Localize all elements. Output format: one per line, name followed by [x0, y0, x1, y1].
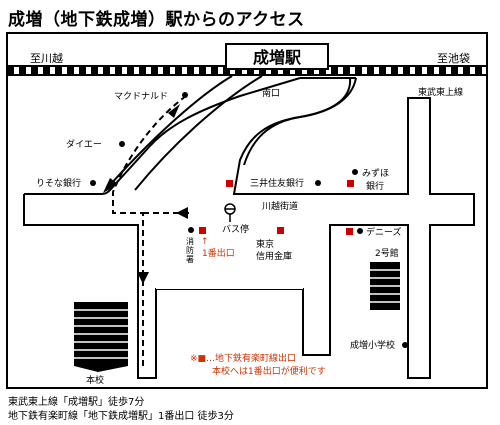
- map-frame: [6, 32, 488, 389]
- subway-exit-marker: [346, 228, 353, 235]
- exit1-marker: [199, 227, 206, 234]
- dennys-marker: [357, 228, 363, 234]
- mitsui-marker: [315, 180, 321, 186]
- arrow-head-1: [103, 178, 118, 193]
- subway-exit-marker: [226, 180, 233, 187]
- subway-exit-marker: [277, 227, 284, 234]
- tokyo-shinkin-label-1: 東京: [256, 238, 274, 250]
- daiei-label: ダイエー: [66, 138, 102, 150]
- mizuho-label-1: みずほ: [362, 168, 389, 179]
- fire-station-label-2: 防: [186, 245, 194, 255]
- direction-left: 至川越: [30, 51, 63, 65]
- mcdonalds-marker: [182, 92, 188, 98]
- daiei-marker: [119, 141, 125, 147]
- exit1-arrow: ↑: [201, 237, 209, 247]
- resona-label: りそな銀行: [36, 177, 81, 189]
- arrow-head-2: [168, 104, 180, 118]
- arrow-head-4: [137, 272, 149, 284]
- mcdonalds-label: マクドナルド: [114, 91, 168, 102]
- main-campus-building: [74, 302, 128, 372]
- footer-line-2: 地下鉄有楽町線「地下鉄成増駅」1番出口 徒歩3分: [8, 411, 234, 422]
- mizuho-label-2: 銀行: [366, 180, 384, 192]
- resona-marker: [90, 180, 96, 186]
- mitsui-label: 三井住友銀行: [250, 177, 304, 189]
- station-name: 成増駅: [253, 48, 302, 67]
- south-exit-label: 南口: [262, 87, 280, 99]
- school-label: 成増小学校: [350, 339, 395, 351]
- tobu-line-label: 東武東上線: [418, 86, 463, 98]
- fire-station-label-3: 署: [186, 255, 194, 264]
- bus-stop-icon: [224, 203, 236, 222]
- plaza-curve: [243, 77, 352, 166]
- route-from-station: [109, 75, 263, 191]
- building-2: [370, 262, 400, 310]
- main-campus-label: 本校: [86, 374, 104, 386]
- exit1-label: 1番出口: [202, 247, 235, 259]
- walking-route: [112, 95, 190, 370]
- subway-exit-marker: [347, 180, 354, 187]
- legend-line-2: 本校へは1番出口が便利です: [212, 365, 326, 377]
- kawagoe-road-label: 川越街道: [262, 200, 298, 212]
- footer-line-1: 東武東上線「成増駅」徒歩7分: [8, 397, 145, 408]
- direction-right: 至池袋: [437, 51, 470, 65]
- building2-label: 2号館: [375, 247, 399, 259]
- dennys-label: デニーズ: [366, 226, 402, 238]
- fire-station-label-1: 消: [186, 236, 194, 246]
- page-title: 成増（地下鉄成増）駅からのアクセス: [8, 10, 305, 30]
- arrow-head-3: [176, 207, 188, 219]
- fire-station-marker: [188, 227, 194, 233]
- station-building: [225, 43, 329, 70]
- block-tokyo: [156, 225, 303, 289]
- tokyo-shinkin-label-2: 信用金庫: [256, 250, 292, 262]
- legend-line-1: ※■…地下鉄有楽町線出口: [190, 352, 296, 364]
- school-marker: [402, 342, 408, 348]
- mizuho-marker: [352, 169, 358, 175]
- bus-stop-label: バス停: [222, 223, 249, 235]
